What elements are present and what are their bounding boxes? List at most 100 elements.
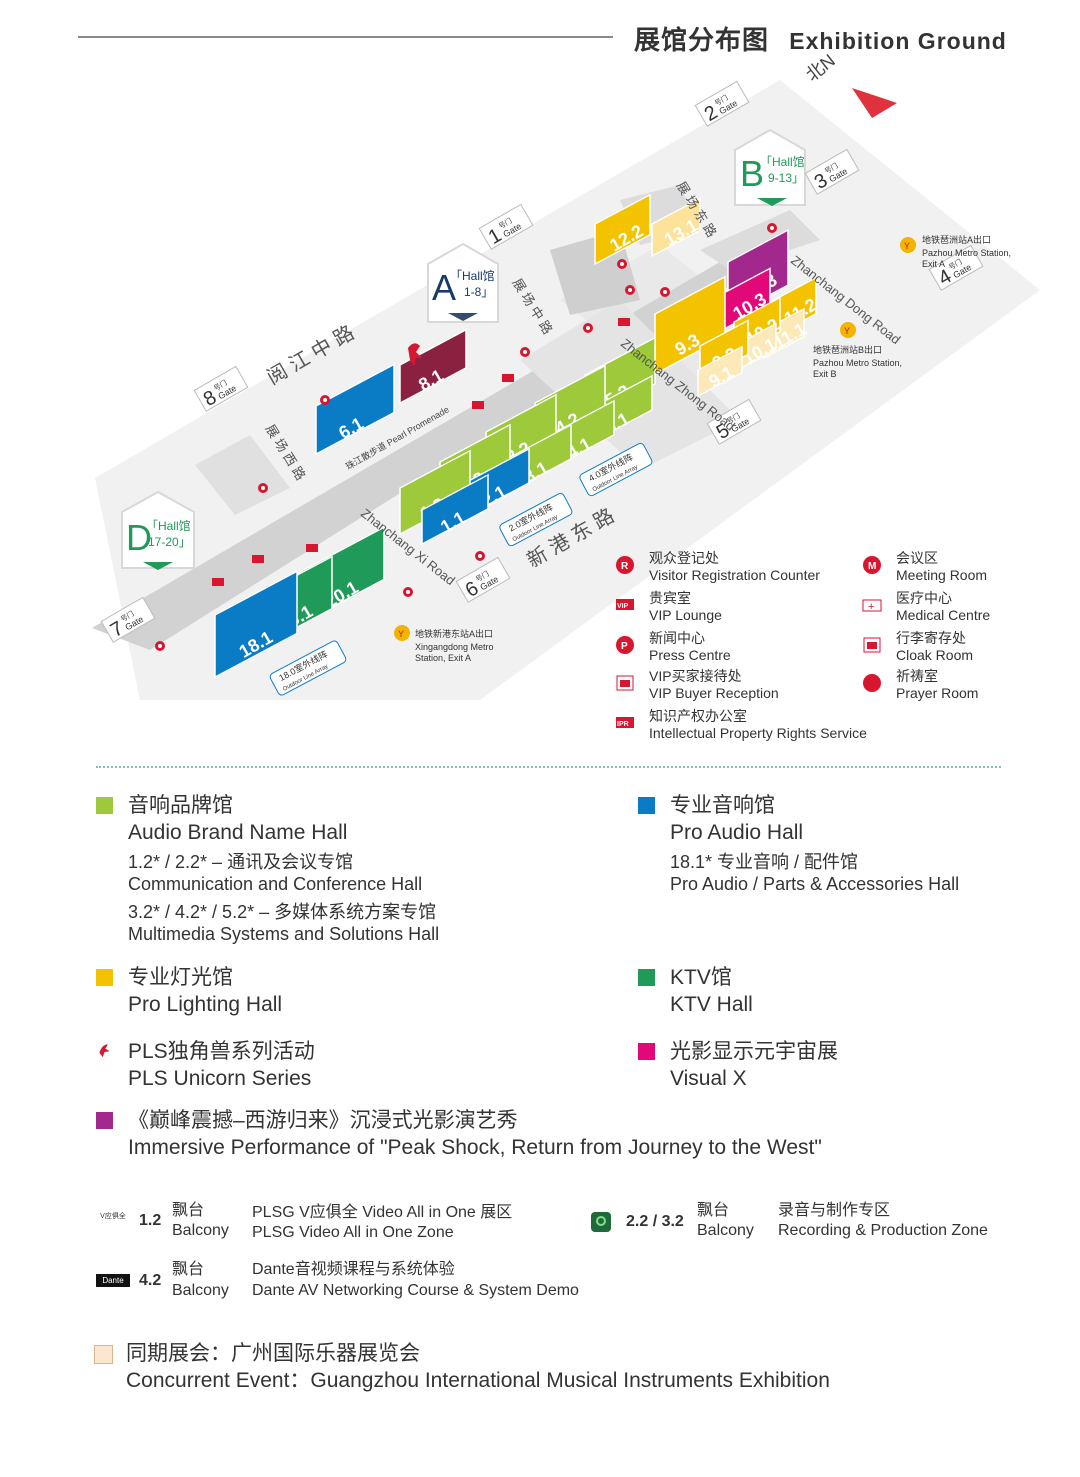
svg-text:VIP Buyer Reception: VIP Buyer Reception <box>649 685 779 701</box>
service-markers <box>155 223 777 651</box>
hall-block-12-2[interactable]: 12.2 <box>594 193 651 266</box>
hall-b-marker[interactable]: B 「Hall馆 9-13」 <box>734 128 806 206</box>
svg-text:Exit B: Exit B <box>813 369 837 379</box>
svg-text:Pazhou Metro Station,: Pazhou Metro Station, <box>813 358 902 368</box>
marker-dot[interactable] <box>625 285 635 295</box>
ktv-cn: KTV馆 <box>670 966 732 989</box>
hall-blocks: 12.213.111.311.211.110.310.210.19.39.29.… <box>214 193 820 679</box>
marker-box[interactable] <box>618 318 630 326</box>
marker-dot[interactable] <box>403 587 413 597</box>
balcony-42-cn: 飘台 <box>172 1261 205 1278</box>
marker-dot[interactable] <box>520 347 530 357</box>
balcony-12-zone-cn: PLSG V应俱全 Video All in One 展区 <box>252 1204 513 1221</box>
svg-text:新闻中心: 新闻中心 <box>649 630 705 646</box>
svg-text:M: M <box>868 561 876 572</box>
svg-text:「Hall馆: 「Hall馆 <box>760 154 805 169</box>
east-road <box>700 210 820 270</box>
unicorn-cn: PLS独角兽系列活动 <box>128 1040 315 1063</box>
metro-pazhou-a: Y 地铁琶洲站A出口 Pazhou Metro Station, Exit A <box>900 234 1011 269</box>
svg-text:D: D <box>126 517 152 558</box>
svg-text:观众登记处: 观众登记处 <box>649 550 719 566</box>
visualx-en: Visual X <box>670 1067 747 1090</box>
svg-text:B: B <box>740 153 764 194</box>
marker-dot[interactable] <box>258 483 268 493</box>
hall-block-6-1[interactable]: 6.1 <box>315 363 395 456</box>
dante-logo: Dante <box>96 1274 130 1287</box>
lighting-cn: 专业灯光馆 <box>128 966 233 989</box>
hall-a-marker[interactable]: A 「Hall馆 1-8」 <box>427 242 499 323</box>
title-cn: 展馆分布图 <box>634 25 770 55</box>
concurrent-en: Concurrent Event：Guangzhou International… <box>126 1369 830 1392</box>
swatch-concurrent <box>94 1345 113 1364</box>
svg-text:17-20」: 17-20」 <box>148 535 191 549</box>
balcony-12-num: 1.2 <box>139 1212 162 1229</box>
balcony-2232-en: Balcony <box>697 1222 754 1239</box>
title-en: Exhibition Ground <box>789 28 1007 54</box>
svg-text:Intellectual Property Rights S: Intellectual Property Rights Service <box>649 725 867 741</box>
svg-text:「Hall馆: 「Hall馆 <box>450 268 495 283</box>
marker-box[interactable] <box>212 578 224 586</box>
peak-cn: 《巅峰震撼–西游归来》沉浸式光影演艺秀 <box>128 1109 518 1132</box>
pro-audio-cn: 专业音响馆 <box>670 794 775 817</box>
svg-text:Exit A: Exit A <box>922 259 945 269</box>
marker-dot[interactable] <box>617 259 627 269</box>
swatch-blue <box>638 797 655 814</box>
svg-text:A: A <box>432 267 456 308</box>
svg-text:VIP Lounge: VIP Lounge <box>649 607 722 623</box>
svg-text:地铁新港东站A出口: 地铁新港东站A出口 <box>415 628 493 639</box>
compass-north: 北N <box>802 50 839 85</box>
pro-audio-en: Pro Audio Hall <box>670 821 804 844</box>
svg-text:1-8」: 1-8」 <box>464 285 493 299</box>
swatch-yellow <box>96 969 113 986</box>
svg-text:Pazhou Metro Station,: Pazhou Metro Station, <box>922 248 1011 258</box>
marker-dot[interactable] <box>320 395 330 405</box>
svg-text:地铁琶洲站A出口: 地铁琶洲站A出口 <box>922 234 991 245</box>
swatch-pink <box>638 1043 655 1060</box>
svg-text:祈祷室: 祈祷室 <box>896 668 938 684</box>
marker-dot[interactable] <box>660 287 670 297</box>
visualx-cn: 光影显示元宇宙展 <box>670 1040 838 1063</box>
svg-text:R: R <box>621 561 629 572</box>
svg-text:地铁琶洲站B出口: 地铁琶洲站B出口 <box>813 344 882 355</box>
marker-box[interactable] <box>252 555 264 563</box>
svg-text:+: + <box>868 601 874 613</box>
audio-brand-cn: 音响品牌馆 <box>128 794 233 817</box>
ktv-en: KTV Hall <box>670 993 753 1016</box>
marker-box[interactable] <box>502 374 514 382</box>
unicorn-en: PLS Unicorn Series <box>128 1067 312 1090</box>
metro-xingangdong: Y 地铁新港东站A出口 Xingangdong Metro Station, E… <box>394 625 494 663</box>
balcony-2232-zone-en: Recording & Production Zone <box>778 1222 988 1239</box>
balcony-2232-zone-cn: 录音与制作专区 <box>778 1202 891 1219</box>
svg-text:Y: Y <box>844 326 850 336</box>
marker-box[interactable] <box>472 401 484 409</box>
marker-dot[interactable] <box>767 223 777 233</box>
peak-en: Immersive Performance of "Peak Shock, Re… <box>128 1136 822 1159</box>
svg-text:知识产权办公室: 知识产权办公室 <box>649 708 747 724</box>
svg-text:VIP: VIP <box>617 603 629 610</box>
marker-box[interactable] <box>306 544 318 552</box>
pro-audio-s1-cn: 18.1* 专业音响 / 配件馆 <box>670 852 859 872</box>
pro-audio-s1-en: Pro Audio / Parts & Accessories Hall <box>670 874 960 894</box>
audio-brand-s1-cn: 1.2* / 2.2* – 通讯及会议专馆 <box>128 852 354 872</box>
audio-brand-s2-cn: 3.2* / 4.2* / 5.2* – 多媒体系统方案专馆 <box>128 902 437 922</box>
building-grey-west <box>195 435 290 515</box>
svg-text:Y: Y <box>904 241 910 251</box>
marker-dot[interactable] <box>155 641 165 651</box>
balcony-42-zone-cn: Dante音视频课程与系统体验 <box>252 1261 455 1278</box>
svg-text:贵宾室: 贵宾室 <box>649 590 691 606</box>
page-title: 展馆分布图 Exhibition Ground <box>634 20 1007 57</box>
svg-text:Press Centre: Press Centre <box>649 647 731 663</box>
hall-d-marker[interactable]: D 「Hall馆 17-20」 <box>121 490 195 570</box>
balcony-42-zone-en: Dante AV Networking Course & System Demo <box>252 1282 579 1299</box>
marker-dot[interactable] <box>583 323 593 333</box>
marker-dot[interactable] <box>475 551 485 561</box>
divider <box>96 766 1001 768</box>
